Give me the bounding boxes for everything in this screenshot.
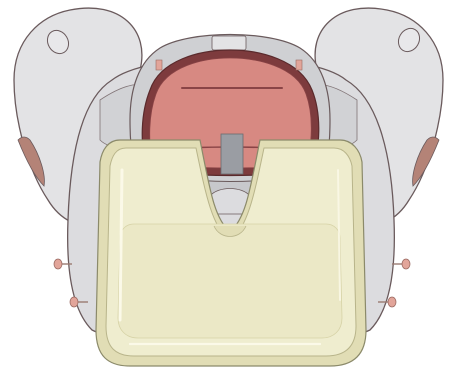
crotch-strap-buckle: [221, 134, 243, 174]
